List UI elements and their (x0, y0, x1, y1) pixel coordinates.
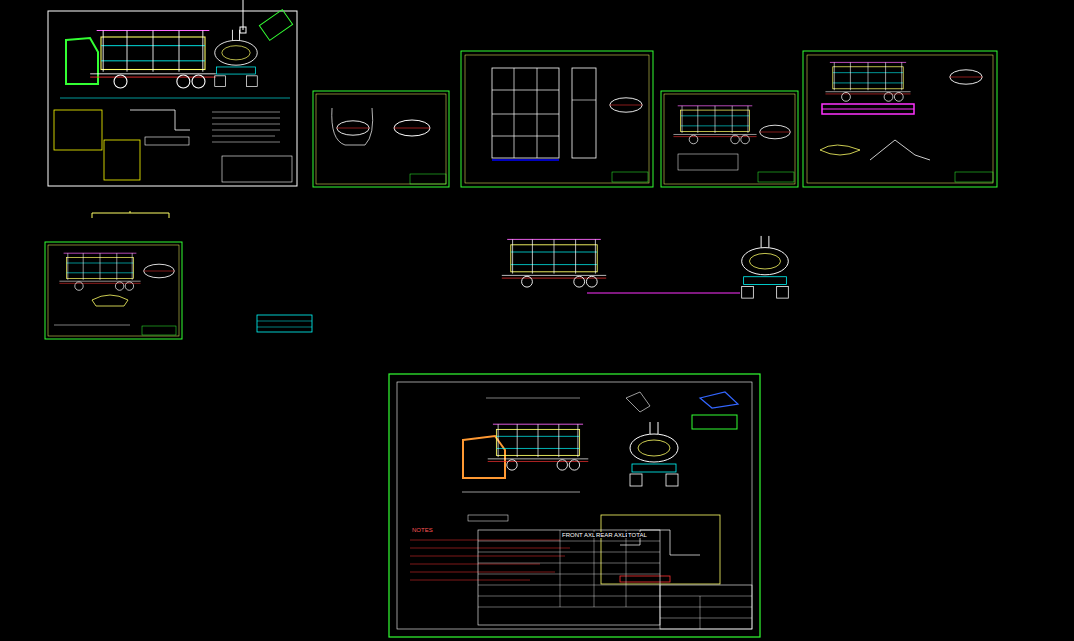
table-header: TOTAL (627, 532, 648, 538)
notes-heading: NOTES (411, 527, 434, 533)
table-header: REAR AXLE (595, 532, 630, 538)
